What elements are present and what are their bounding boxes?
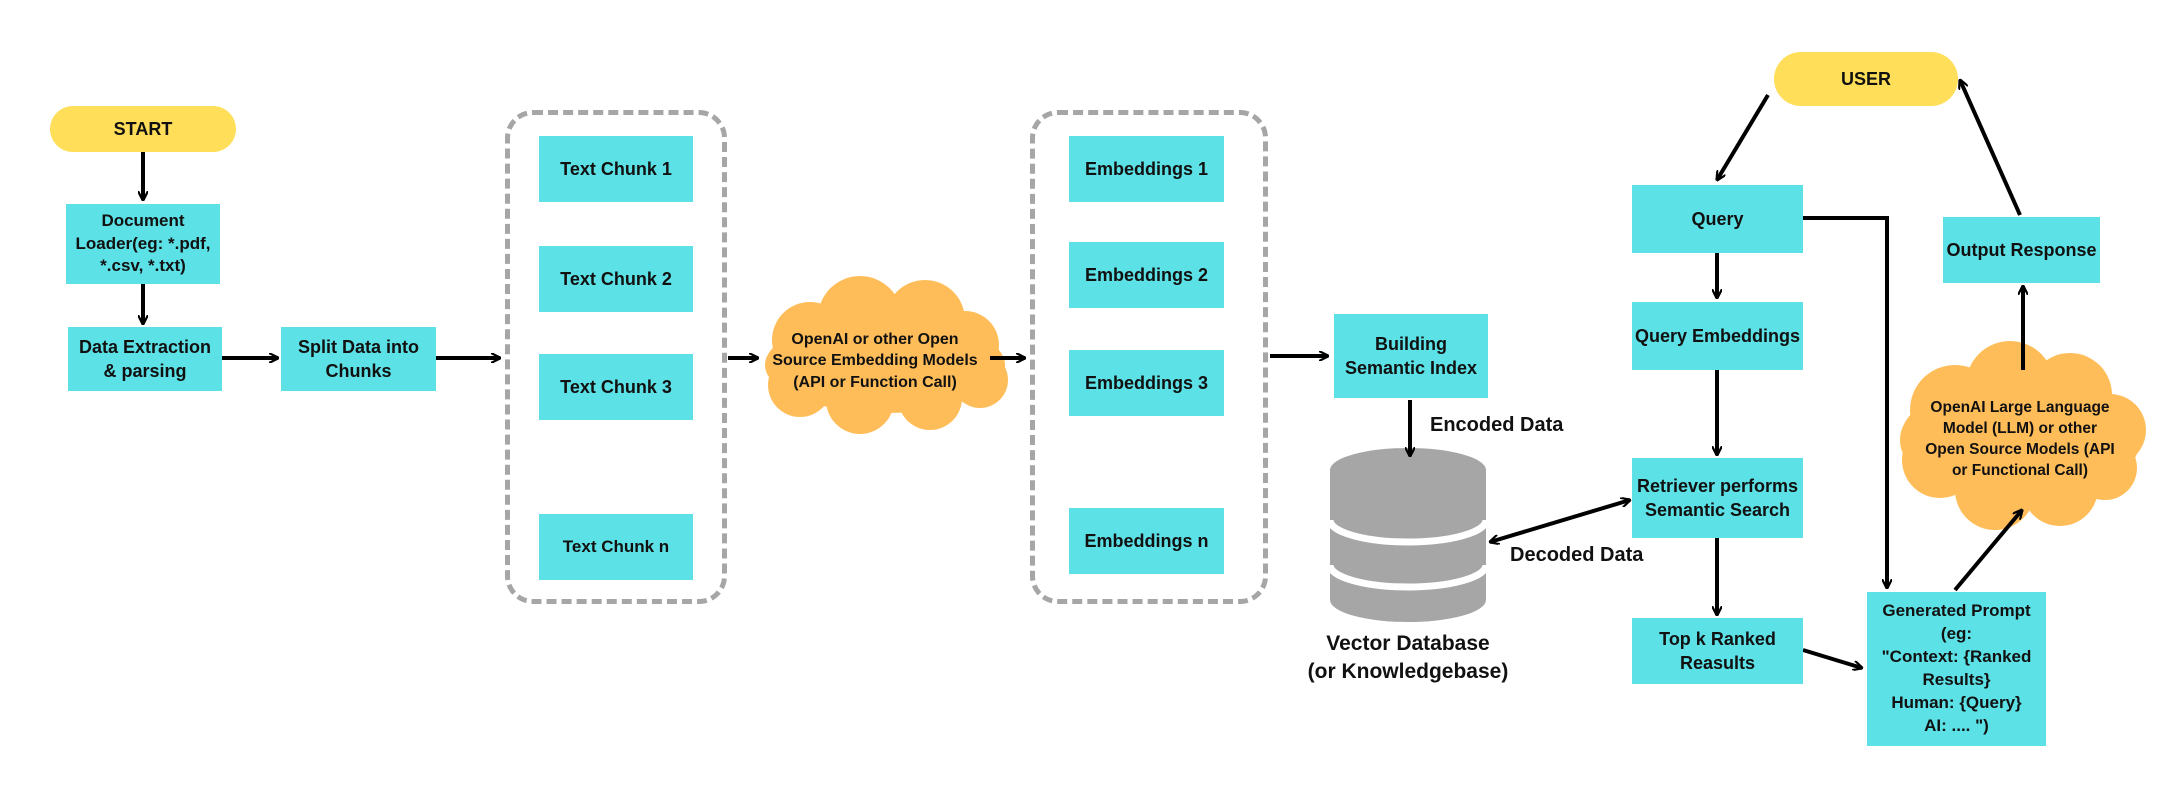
embedding-model-cloud-icon — [765, 276, 1008, 434]
edge-output-to-user — [1960, 80, 2022, 216]
encoded-data-label: Encoded Data — [1430, 414, 1564, 436]
top-k-node: Top k Ranked Reasults — [1632, 618, 1803, 684]
retriever-node: Retriever performs Semantic Search — [1632, 458, 1803, 538]
output-response-node: Output Response — [1943, 217, 2100, 283]
data-extraction-node: Data Extraction & parsing — [68, 327, 222, 391]
embeddings-1-node: Embeddings 1 — [1069, 136, 1224, 202]
text-chunk-n-node: Text Chunk n — [539, 514, 693, 580]
edge-topk-to-prompt — [1802, 648, 1862, 668]
semantic-index-node: Building Semantic Index — [1334, 314, 1488, 398]
split-data-node: Split Data into Chunks — [281, 327, 436, 391]
embeddings-n-node: Embeddings n — [1069, 508, 1224, 574]
vector-database-label: Vector Database (or Knowledgebase) — [1307, 632, 1509, 684]
document-loader-node: Document Loader(eg: *.pdf, *.csv, *.txt) — [66, 204, 220, 284]
edge-user-to-query — [1717, 93, 1770, 180]
query-embeddings-node: Query Embeddings — [1632, 302, 1803, 370]
edge-database-retriever — [1490, 500, 1630, 542]
embeddings-3-node: Embeddings 3 — [1069, 350, 1224, 416]
decoded-data-label: Decoded Data — [1510, 544, 1644, 566]
llm-cloud-icon — [1900, 341, 2146, 530]
embeddings-2-node: Embeddings 2 — [1069, 242, 1224, 308]
user-node: USER — [1774, 52, 1958, 106]
text-chunks-group — [505, 110, 727, 604]
embedding-model-node: OpenAI or other Open Source Embedding Mo… — [772, 330, 978, 391]
text-chunk-2-node: Text Chunk 2 — [539, 246, 693, 312]
text-chunk-1-node: Text Chunk 1 — [539, 136, 693, 202]
llm-node: OpenAI Large Language Model (LLM) or oth… — [1925, 399, 2115, 479]
text-chunk-3-node: Text Chunk 3 — [539, 354, 693, 420]
edge-prompt-to-llm — [1953, 510, 2022, 592]
embeddings-group — [1030, 110, 1268, 604]
query-node: Query — [1632, 185, 1803, 253]
edge-query-to-prompt — [1803, 216, 1887, 588]
vector-database-cylinder-icon — [1326, 448, 1490, 622]
start-node: START — [50, 106, 236, 152]
generated-prompt-node: Generated Prompt (eg: "Context: {Ranked … — [1867, 592, 2046, 746]
